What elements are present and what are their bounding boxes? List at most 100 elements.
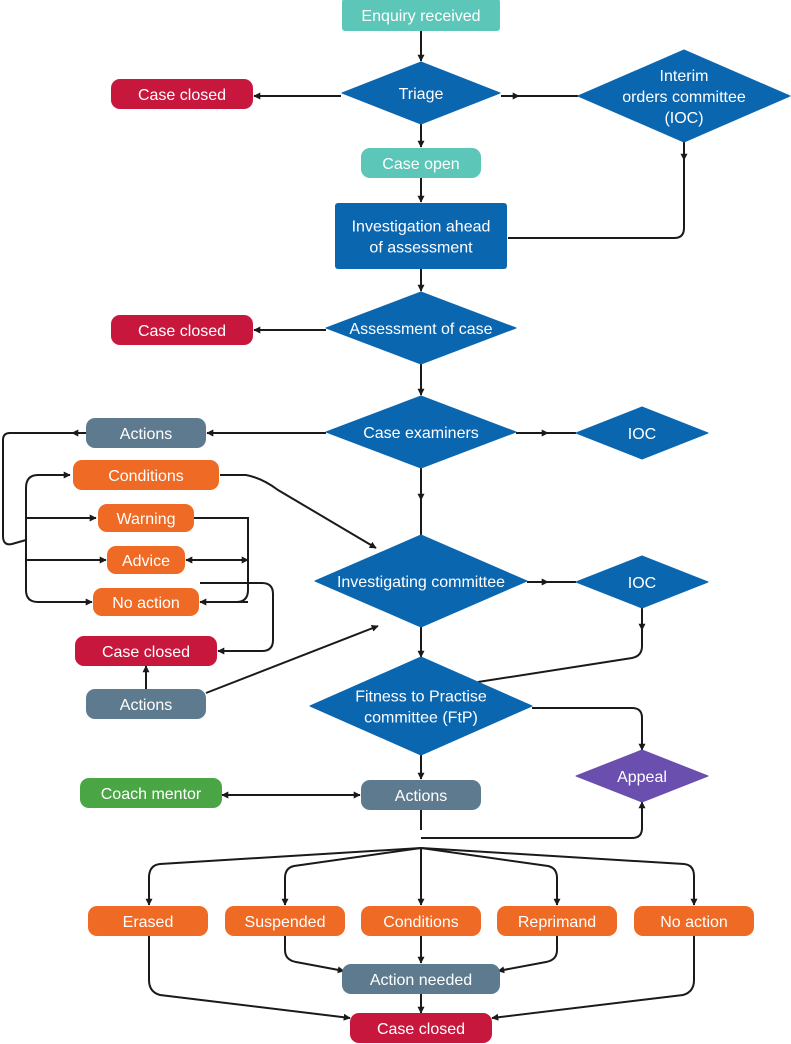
node-shape <box>341 61 501 125</box>
node-shape <box>361 906 481 936</box>
node-shape <box>575 406 709 460</box>
node-label: Case closed <box>102 644 190 661</box>
connector-arrow <box>2 432 72 546</box>
node-label: Warning <box>117 511 176 528</box>
connector-arrow <box>200 582 274 655</box>
node-shape <box>350 1013 492 1043</box>
node-suspended: Suspended <box>225 906 345 936</box>
node-coach: Coach mentor <box>80 778 222 808</box>
node-label: IOC <box>628 426 656 443</box>
node-label: Actions <box>120 426 172 443</box>
node-label: Investigating committee <box>337 574 505 591</box>
node-erased: Erased <box>88 906 208 936</box>
node-label: Case closed <box>138 323 226 340</box>
node-label: Assessment of case <box>349 321 492 338</box>
node-label: No action <box>112 595 180 612</box>
node-shape <box>73 460 219 490</box>
node-closed-1: Case closed <box>111 79 253 109</box>
node-shape <box>107 546 185 574</box>
node-label: Reprimand <box>518 914 596 931</box>
node-shape <box>575 555 709 609</box>
node-actions-2: Actions <box>86 689 206 719</box>
connector-arrow <box>25 471 71 489</box>
node-shape <box>342 0 500 31</box>
node-label: Conditions <box>383 914 459 931</box>
node-ioc-3: IOC <box>575 555 709 609</box>
node-shape <box>98 504 194 532</box>
node-shape <box>111 315 253 345</box>
node-shape <box>361 148 481 178</box>
node-label: Conditions <box>108 468 184 485</box>
node-label: Action needed <box>370 972 472 989</box>
node-advice: Advice <box>107 546 185 574</box>
node-shape <box>111 79 253 109</box>
node-shape <box>86 689 206 719</box>
node-label: Triage <box>399 86 444 103</box>
node-action-needed: Action needed <box>342 964 500 994</box>
node-closed-4: Case closed <box>350 1013 492 1043</box>
connector-arrow <box>281 847 422 906</box>
node-label: Case examiners <box>363 425 479 442</box>
node-enquiry: Enquiry received <box>342 0 500 31</box>
connector-arrow <box>497 936 558 974</box>
node-shape <box>325 291 517 365</box>
node-actions-1: Actions <box>86 418 206 448</box>
node-no-action-2: No action <box>634 906 754 936</box>
connector-arrow <box>220 474 377 549</box>
connector-arrow <box>420 847 561 906</box>
connector-arrow <box>508 150 685 239</box>
node-reprimand: Reprimand <box>497 906 617 936</box>
node-label: IOC <box>628 575 656 592</box>
node-shape <box>80 778 222 808</box>
node-shape <box>361 780 481 810</box>
node-shape <box>325 395 517 469</box>
node-label: Case closed <box>377 1021 465 1038</box>
node-appeal: Appeal <box>575 749 709 803</box>
node-label: Case closed <box>138 87 226 104</box>
connector-arrow <box>284 936 345 974</box>
connector-arrow <box>421 801 646 839</box>
node-closed-2: Case closed <box>111 315 253 345</box>
node-shape <box>314 534 528 628</box>
node-shape <box>93 588 199 616</box>
node-label: Erased <box>123 914 174 931</box>
node-shape <box>309 656 533 756</box>
connector-arrow <box>145 847 422 906</box>
node-shape <box>497 906 617 936</box>
connector-arrow <box>25 488 93 606</box>
node-shape <box>75 636 217 666</box>
node-label: Case open <box>382 156 459 173</box>
node-assessment: Assessment of case <box>325 291 517 365</box>
node-label: Advice <box>122 553 170 570</box>
node-label: Appeal <box>617 769 667 786</box>
connector-arrow <box>420 847 698 906</box>
node-conditions-1: Conditions <box>73 460 219 490</box>
node-label: No action <box>660 914 728 931</box>
node-warning: Warning <box>98 504 194 532</box>
node-closed-3: Case closed <box>75 636 217 666</box>
node-shape <box>342 964 500 994</box>
node-label: Actions <box>120 697 172 714</box>
node-shape <box>575 749 709 803</box>
node-label: Actions <box>395 788 447 805</box>
connector-arrow <box>148 936 351 1021</box>
connector-arrow <box>477 620 643 683</box>
node-case-open: Case open <box>361 148 481 178</box>
node-conditions-2: Conditions <box>361 906 481 936</box>
node-label: Enquiry received <box>361 8 480 25</box>
node-label: Coach mentor <box>101 786 202 803</box>
connector-arrow <box>491 936 695 1021</box>
node-label: Suspended <box>245 914 326 931</box>
node-shape <box>335 203 507 269</box>
connector-arrow <box>532 707 646 751</box>
node-shape <box>577 49 791 143</box>
node-shape <box>634 906 754 936</box>
node-triage: Triage <box>341 61 501 125</box>
